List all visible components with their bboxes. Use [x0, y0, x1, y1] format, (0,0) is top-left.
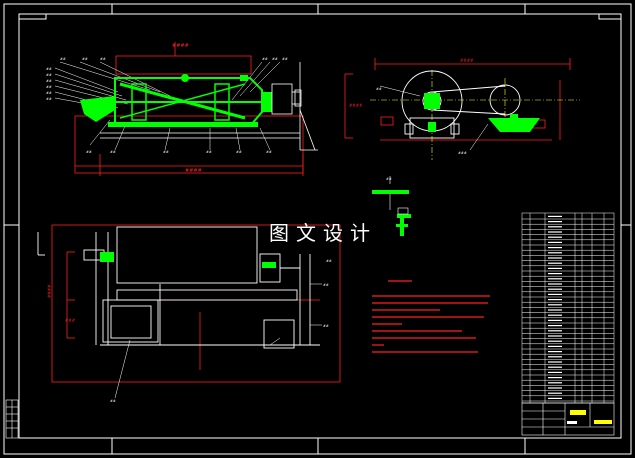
- detail-view: ##: [372, 176, 411, 236]
- plan-view: #### ###: [37, 224, 341, 403]
- svg-text:##: ##: [236, 150, 242, 154]
- svg-text:##: ##: [386, 177, 392, 181]
- svg-text:####: ####: [349, 103, 363, 108]
- svg-text:####: ####: [185, 168, 202, 174]
- svg-text:##: ##: [110, 150, 116, 154]
- svg-text:##: ##: [110, 399, 116, 403]
- svg-text:##: ##: [46, 73, 52, 77]
- title-block: [521, 402, 615, 436]
- svg-text:##: ##: [262, 57, 268, 61]
- side-elevation-view: #### #### ##: [344, 58, 580, 160]
- drawing-number-box: [18, 13, 47, 20]
- svg-text:####: ####: [460, 58, 474, 63]
- parts-list: [521, 212, 615, 404]
- svg-text:##: ##: [323, 324, 329, 328]
- svg-text:##: ##: [326, 259, 332, 263]
- svg-text:##: ##: [86, 150, 92, 154]
- svg-text:##: ##: [82, 57, 88, 61]
- binding-strip: [5, 399, 19, 439]
- svg-text:##: ##: [206, 150, 212, 154]
- svg-text:##: ##: [163, 150, 169, 154]
- svg-text:##: ##: [60, 57, 66, 61]
- svg-text:##: ##: [323, 283, 329, 287]
- svg-text:###: ###: [458, 151, 467, 155]
- svg-text:##: ##: [266, 150, 272, 154]
- main-section-view: #### #### ###### ##: [46, 42, 318, 176]
- svg-text:##: ##: [46, 97, 52, 101]
- svg-text:##: ##: [376, 87, 382, 91]
- technical-notes: [372, 280, 490, 353]
- svg-text:##: ##: [46, 79, 52, 83]
- svg-text:##: ##: [46, 85, 52, 89]
- sheet-border: [3, 3, 632, 455]
- svg-text:##: ##: [46, 67, 52, 71]
- svg-text:##: ##: [282, 57, 288, 61]
- svg-text:####: ####: [47, 284, 52, 298]
- svg-text:####: ####: [172, 43, 189, 49]
- svg-text:##: ##: [46, 91, 52, 95]
- svg-text:##: ##: [272, 57, 278, 61]
- top-right-mark: [598, 13, 622, 20]
- watermark-text: 图文设计: [269, 220, 377, 245]
- svg-text:###: ###: [65, 318, 76, 323]
- svg-text:##: ##: [100, 57, 106, 61]
